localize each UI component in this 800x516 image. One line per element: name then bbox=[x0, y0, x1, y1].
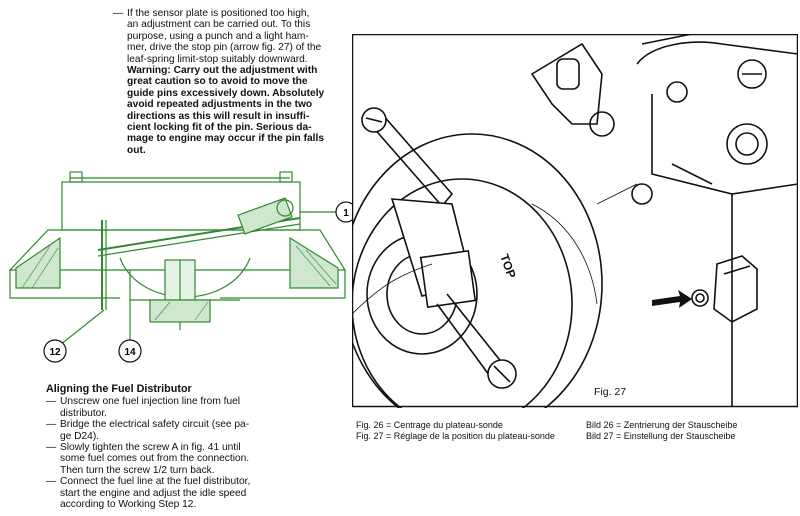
caption-line: Bild 27 = Einstellung der Stauscheibe bbox=[586, 430, 736, 441]
item-line: Slowly tighten the screw A in fig. 41 un… bbox=[60, 442, 241, 454]
callout-14-label: 14 bbox=[124, 347, 136, 358]
caption-line: Bild 26 = Zentrierung der Stauscheibe bbox=[586, 420, 738, 430]
item-line: according to Working Step 12. bbox=[60, 499, 197, 511]
warning-line: mage to engine may occur if the pin fall… bbox=[127, 133, 324, 145]
warning-line: avoid repeated adjustments in the two bbox=[127, 99, 313, 111]
warning-line: cient locking fit of the pin. Serious da… bbox=[127, 122, 312, 134]
warning-line: Warning: Carry out the adjustment with bbox=[127, 65, 318, 77]
section-title: Aligning the Fuel Distributor bbox=[46, 383, 192, 395]
list-item: — Connect the fuel line at the fuel dist… bbox=[46, 476, 316, 510]
list-item: — Bridge the electrical safety circuit (… bbox=[46, 419, 316, 442]
intro-line: If the sensor plate is positioned too hi… bbox=[127, 8, 310, 19]
item-line: Unscrew one fuel injection line from fue… bbox=[60, 396, 241, 408]
captions-german: Bild 26 = Zentrierung der Stauscheibe Bi… bbox=[586, 420, 791, 441]
intro-line: purpose, using a punch and a light ham- bbox=[127, 30, 309, 42]
warning-line: great caution so to avoid to move the bbox=[127, 76, 308, 88]
warning-text-block: — If the sensor plate is positioned too … bbox=[113, 8, 333, 156]
item-line: Connect the fuel line at the fuel distri… bbox=[60, 476, 251, 488]
figure-27-illustration: TOP bbox=[352, 34, 798, 408]
intro-line: an adjustment can be carried out. To thi… bbox=[127, 19, 311, 31]
list-item: — Slowly tighten the screw A in fig. 41 … bbox=[46, 442, 316, 476]
bullet-dash: — bbox=[46, 476, 57, 488]
caption-line: Fig. 26 = Centrage du plateau-sonde bbox=[356, 420, 503, 430]
bullet-dash: — bbox=[46, 419, 57, 431]
list-item: — Unscrew one fuel injection line from f… bbox=[46, 396, 316, 419]
warning-line: guide pins excessively down. Absolutely bbox=[127, 87, 325, 99]
caption-line: Fig. 27 = Réglage de la position du plat… bbox=[356, 430, 555, 441]
intro-line: leaf-spring limit-stop suitably downward… bbox=[127, 53, 308, 65]
callout-14: 14 bbox=[118, 339, 142, 363]
figure-27-label: Fig. 27 bbox=[594, 386, 627, 398]
warning-paragraph-body: If the sensor plate is positioned too hi… bbox=[127, 8, 324, 156]
callout-12-label: 12 bbox=[49, 347, 61, 358]
fuel-distributor-cross-section-diagram: 1 12 14 bbox=[8, 171, 357, 363]
warning-line: out. bbox=[127, 144, 146, 156]
item-line: start the engine and adjust the idle spe… bbox=[60, 487, 247, 499]
item-line: some fuel comes out from the connection. bbox=[60, 453, 250, 465]
warning-paragraph: — If the sensor plate is positioned too … bbox=[113, 8, 333, 156]
item-line: ge D24). bbox=[60, 430, 100, 442]
item-line: Bridge the electrical safety circuit (se… bbox=[60, 419, 250, 431]
bullet-dash: — bbox=[46, 442, 57, 454]
bullet-dash: — bbox=[113, 8, 124, 19]
arrow-icon bbox=[652, 290, 692, 308]
item-line: distributor. bbox=[60, 407, 107, 419]
callout-12: 12 bbox=[43, 339, 67, 363]
callout-1-label: 1 bbox=[343, 208, 349, 219]
captions-french: Fig. 26 = Centrage du plateau-sonde Fig.… bbox=[356, 420, 581, 441]
warning-line: directions as this will result in insuff… bbox=[127, 110, 310, 122]
aligning-section: Aligning the Fuel Distributor — Unscrew … bbox=[46, 383, 316, 510]
intro-line: mer, drive the stop pin (arrow fig. 27) … bbox=[127, 42, 322, 54]
bullet-dash: — bbox=[46, 396, 57, 408]
item-line: Then turn the screw 1/2 turn back. bbox=[60, 464, 215, 476]
